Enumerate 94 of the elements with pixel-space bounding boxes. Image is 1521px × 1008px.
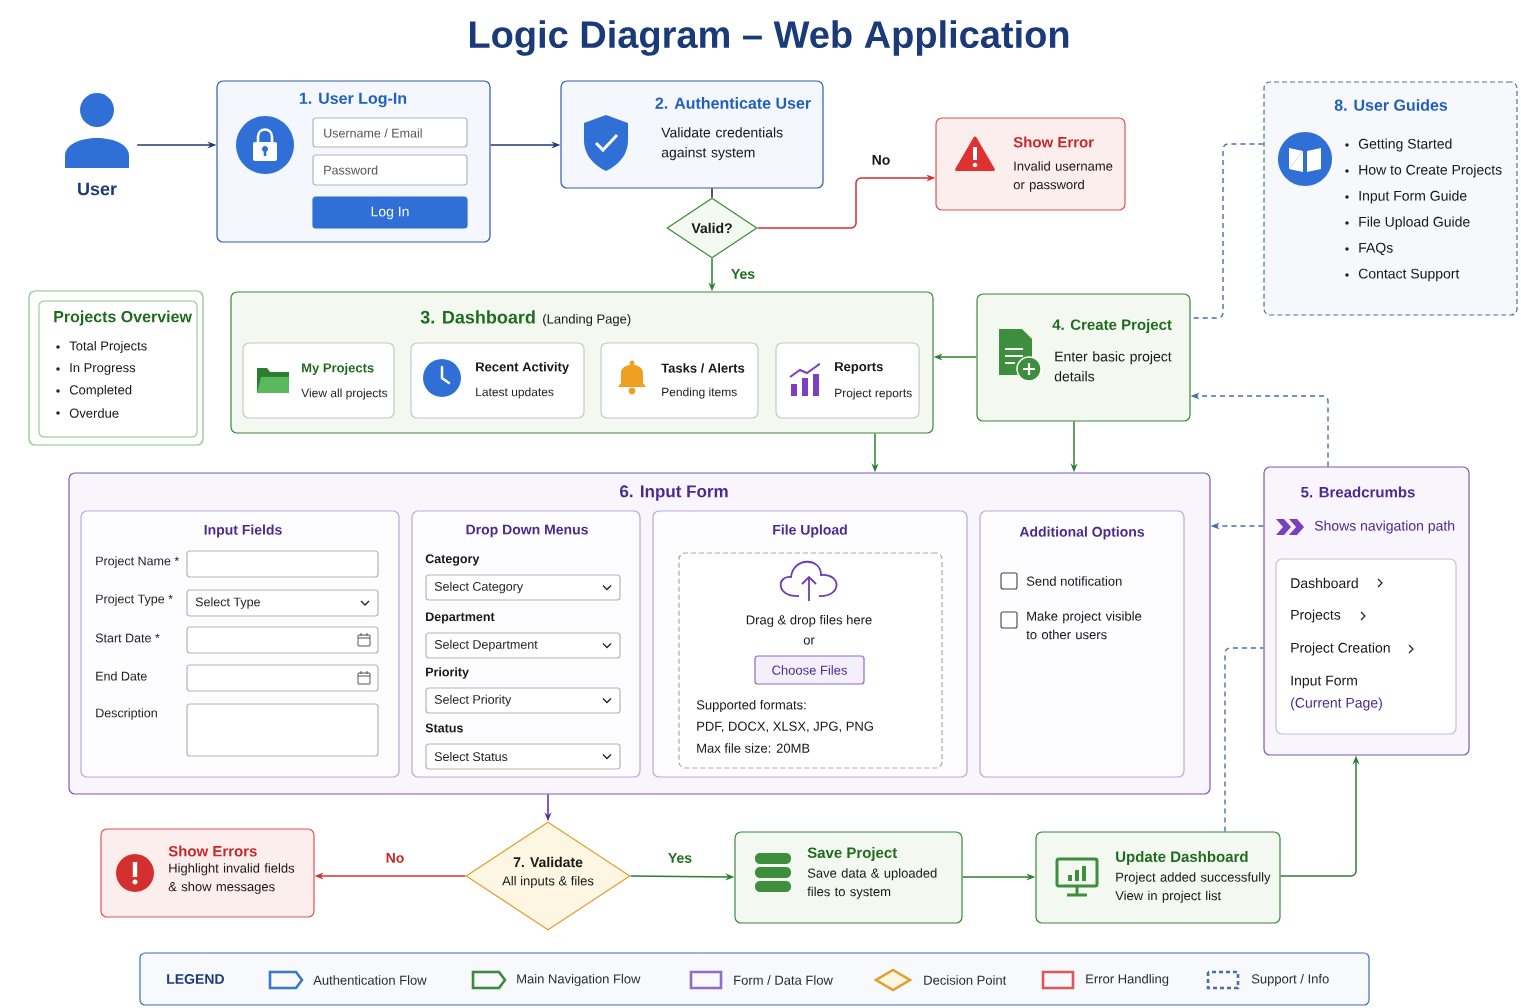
field-label: Priority	[426, 667, 469, 679]
field-label: Description	[96, 708, 157, 720]
date-field	[186, 626, 379, 654]
field-label: End Date	[96, 671, 147, 681]
dropdown-field: Select Priority	[425, 687, 621, 714]
card-title: My Projects	[302, 362, 374, 376]
input-field	[186, 550, 379, 578]
body-text: Project reports	[835, 388, 912, 400]
body-text: Project added successfully View in project list	[1115, 872, 1271, 903]
body-text: or	[803, 637, 815, 645]
body-text: View all projects	[301, 388, 388, 400]
body-text: Save data & uploaded files to system	[807, 868, 937, 899]
legend-title: LEGEND	[167, 974, 224, 984]
body-text: Shows navigation path	[1314, 520, 1455, 534]
heading: 5. Breadcrumbs	[1301, 486, 1415, 498]
connector-line	[1224, 647, 1265, 833]
heading: 1. User Log-In	[299, 92, 407, 108]
breadcrumb-item: Projects	[1291, 609, 1341, 623]
dropdown-field: Select Category	[425, 574, 621, 601]
text-field: Username / Email	[312, 117, 468, 148]
body-text: Max file size: 20MB	[697, 743, 810, 753]
list-item: How to Create Projects	[1345, 164, 1502, 178]
decision-label: All inputs & files	[502, 875, 594, 889]
body-text: Enter basic project details	[1054, 351, 1172, 382]
decision-label: Valid?	[691, 222, 732, 234]
list-item: In Progress	[56, 363, 136, 375]
list-item: FAQs	[1345, 242, 1393, 256]
login-button: Log In	[312, 196, 468, 229]
list-item: Overdue	[56, 408, 119, 418]
dropdown-field: Select Status	[425, 743, 621, 770]
field-label: Status	[425, 723, 463, 733]
legend-label: Authentication Flow	[313, 975, 427, 985]
card-title: Recent Activity	[476, 361, 570, 375]
edge-label: No	[870, 154, 892, 166]
heading: Save Project	[807, 847, 898, 861]
heading: Projects Overview	[54, 310, 192, 326]
heading: 8. User Guides	[1334, 99, 1448, 111]
field-label: Project Type *	[96, 594, 173, 606]
list-item: File Upload Guide	[1345, 216, 1470, 230]
edge-label: Yes	[666, 852, 694, 864]
heading: Additional Options	[1019, 526, 1145, 540]
password-field: Password	[312, 154, 468, 186]
body-text: Invalid username or password	[1013, 161, 1113, 192]
field-label: Department	[426, 612, 495, 624]
body-text: Supported formats:	[696, 699, 806, 713]
date-field	[186, 664, 379, 692]
body-text: Highlight invalid fields & show messages	[168, 863, 295, 894]
legend-label: Main Navigation Flow	[517, 973, 641, 987]
card-title: Tasks / Alerts	[661, 363, 745, 373]
connector-line	[711, 187, 713, 199]
breadcrumb-item: Project Creation	[1291, 642, 1390, 656]
checkbox-label: Send notification	[1026, 576, 1122, 586]
checkbox-label: Make project visible to other users	[1026, 611, 1142, 640]
dropdown-field: Select Department	[425, 632, 621, 659]
card-title: Reports	[835, 362, 883, 374]
field-label: Category	[425, 554, 480, 566]
edge-label: Yes	[729, 268, 757, 280]
body-text: PDF, DOCX, XLSX, JPG, PNG	[697, 721, 873, 733]
title: Logic Diagram – Web Application	[469, 20, 1069, 56]
choose-files-button: Choose Files	[754, 655, 865, 685]
list-item: Getting Started	[1345, 138, 1452, 152]
dropdown-field: Select Type	[186, 589, 379, 617]
text-area	[186, 703, 379, 757]
breadcrumb-item: Dashboard	[1291, 577, 1358, 589]
list-item: Input Form Guide	[1345, 190, 1467, 204]
list-item: Total Projects	[56, 340, 147, 354]
edge-label: No	[384, 852, 406, 864]
body-text: Drag & drop files here	[746, 614, 872, 628]
legend-label: Error Handling	[1086, 973, 1169, 987]
body-text: Pending items	[662, 387, 737, 399]
subheading: (Landing Page)	[543, 314, 631, 327]
heading: Update Dashboard	[1116, 851, 1248, 865]
legend-label: Support / Info	[1251, 973, 1329, 987]
breadcrumb-item: Input Form	[1291, 675, 1357, 689]
list-item: Completed	[56, 384, 132, 398]
legend-label: Form / Data Flow	[734, 975, 833, 985]
body-text: Validate credentials against system	[661, 127, 783, 161]
heading: Input Fields	[204, 524, 282, 538]
list-item: Contact Support	[1345, 268, 1460, 282]
field-label: Project Name *	[96, 556, 180, 568]
heading: Drop Down Menus	[466, 524, 588, 538]
body-text: Latest updates	[476, 387, 554, 399]
heading: 4. Create Project	[1052, 319, 1172, 333]
field-label: Start Date *	[95, 633, 160, 643]
heading: File Upload	[773, 524, 847, 538]
heading: 2. Authenticate User	[655, 97, 811, 109]
legend-label: Decision Point	[924, 975, 1007, 985]
breadcrumb-item: (Current Page)	[1291, 697, 1382, 711]
heading: Show Error	[1013, 136, 1094, 148]
decision-label: 7. Validate	[513, 856, 583, 868]
heading: Show Errors	[168, 845, 257, 857]
heading: 6. Input Form	[620, 485, 728, 501]
user-label: User	[78, 182, 117, 196]
heading: 3. Dashboard	[420, 310, 535, 324]
